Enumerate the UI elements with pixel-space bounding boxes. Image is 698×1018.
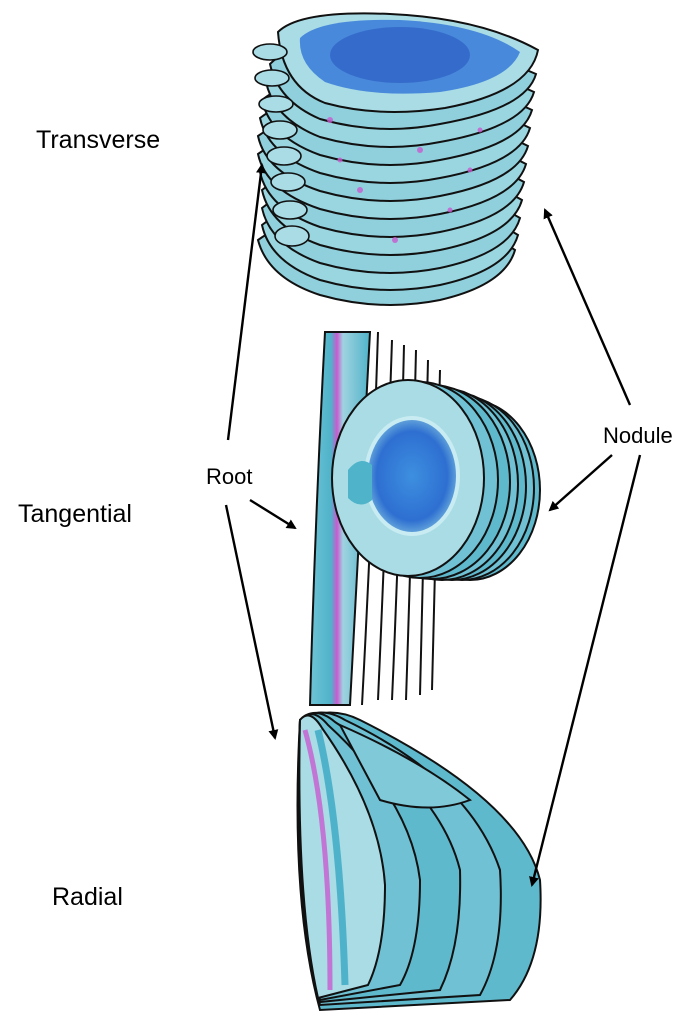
nodule-callout: Nodule [603,425,673,447]
root-to-radial-arrow [226,505,275,738]
transverse-section-stack [253,13,538,305]
nodule-to-tangential-arrow [550,455,612,510]
root-callout: Root [206,466,252,488]
root-to-tangential-arrow [250,500,295,528]
nodule-to-radial-arrow [532,455,640,885]
tangential-label: Tangential [18,502,132,527]
tangential-section-stack [310,332,540,705]
radial-section-stack [298,713,541,1011]
transverse-label: Transverse [36,128,160,153]
nodule-to-transverse-arrow [545,210,630,405]
radial-label: Radial [52,885,123,910]
root-to-transverse-arrow [228,165,262,440]
